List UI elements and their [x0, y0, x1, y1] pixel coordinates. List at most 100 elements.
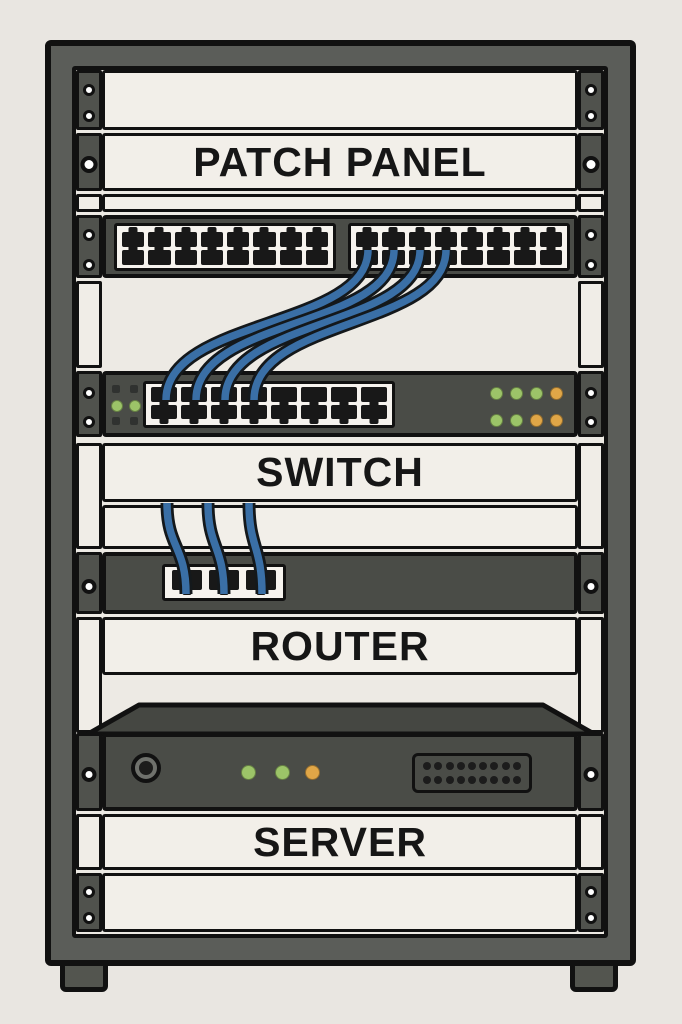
rj45-port [200, 250, 223, 265]
status-led-green [241, 765, 256, 780]
rack-ear [76, 552, 102, 614]
vent-hole [434, 761, 443, 770]
vent-hole [501, 761, 510, 770]
rj45-port [279, 250, 302, 265]
rj45-port [148, 250, 171, 265]
rj45-port [539, 250, 562, 265]
mounting-hole [585, 416, 597, 428]
mounting-hole [585, 110, 597, 122]
rack-ear [76, 70, 102, 130]
rj45-port [487, 232, 510, 247]
rj45-port [181, 387, 207, 402]
vent-hole [512, 761, 521, 770]
rack-ear [578, 133, 604, 191]
switch-port-block [143, 381, 395, 428]
rj45-port [174, 250, 197, 265]
status-led-amber [530, 414, 543, 427]
rj45-port [408, 250, 431, 265]
status-led-amber [550, 414, 563, 427]
rj45-port [122, 232, 145, 247]
vent-hole [479, 776, 488, 785]
rj45-port [487, 250, 510, 265]
router-label: ROUTER [102, 617, 578, 675]
rail-spacer [578, 281, 604, 368]
status-led-amber [550, 387, 563, 400]
vent-hole [467, 776, 476, 785]
power-button [131, 753, 161, 783]
rj45-port [408, 232, 431, 247]
rack-ear [578, 371, 604, 437]
mounting-hole [81, 579, 97, 594]
rack-ear [76, 371, 102, 437]
mounting-hole [585, 84, 597, 96]
rj45-port [211, 404, 237, 419]
rack-ear [578, 552, 604, 614]
patch-panel-label: PATCH PANEL [102, 133, 578, 191]
rj45-port [253, 232, 276, 247]
rj45-port [382, 250, 405, 265]
switch-label-text: SWITCH [256, 449, 424, 495]
rj45-port [331, 387, 357, 402]
rack-ear [76, 873, 102, 932]
status-led-green [530, 387, 543, 400]
rj45-port [241, 387, 267, 402]
rj45-port [122, 250, 145, 265]
rj45-port [174, 232, 197, 247]
mounting-hole [83, 387, 95, 399]
rack-ear [578, 873, 604, 932]
mounting-hole [585, 387, 597, 399]
rj45-port [461, 232, 484, 247]
rj45-port [200, 232, 223, 247]
rack-ear [578, 215, 604, 278]
rj45-port [305, 250, 328, 265]
indicator-led-green [111, 400, 123, 412]
rj45-port [356, 250, 379, 265]
server-label-text: SERVER [253, 818, 427, 865]
rail-spacer [76, 281, 102, 368]
vent-hole [423, 761, 432, 770]
rj45-port [434, 232, 457, 247]
vent-hole [490, 776, 499, 785]
rail-spacer [578, 814, 604, 870]
indicator-led-green [129, 400, 141, 412]
vent-hole [445, 761, 454, 770]
vent-hole [479, 761, 488, 770]
patch-port-group-right [348, 223, 570, 271]
vent-hole [490, 761, 499, 770]
server-vent-grille [412, 753, 532, 793]
vent-hole [512, 776, 521, 785]
status-led-green [275, 765, 290, 780]
rj45-port [211, 387, 237, 402]
rj45-port [513, 232, 536, 247]
server-top-bevel [85, 702, 597, 737]
indicator-square [112, 385, 120, 393]
rj45-port [181, 404, 207, 419]
server-status-leds [241, 765, 331, 780]
rj45-port [331, 404, 357, 419]
rj45-port [279, 232, 302, 247]
switch-status-leds [490, 387, 570, 429]
rj45-port [227, 232, 250, 247]
rack-ear [76, 733, 102, 811]
mounting-hole [81, 767, 97, 782]
status-led-green [490, 387, 503, 400]
rj45-port [151, 387, 177, 402]
mounting-hole [585, 912, 597, 924]
rj45-port [172, 570, 202, 590]
rack-ear [76, 133, 102, 191]
vent-hole [456, 776, 465, 785]
vent-hole [467, 761, 476, 770]
vent-hole [456, 761, 465, 770]
rj45-port [227, 250, 250, 265]
status-led-green [510, 414, 523, 427]
mounting-hole [83, 416, 95, 428]
rj45-port [539, 232, 562, 247]
rj45-port [209, 570, 239, 590]
mounting-hole [585, 259, 597, 271]
indicator-square [112, 417, 120, 425]
rj45-port [246, 570, 276, 590]
rack-ear [578, 70, 604, 130]
patch-panel-label-text: PATCH PANEL [193, 138, 487, 185]
rj45-port [305, 232, 328, 247]
